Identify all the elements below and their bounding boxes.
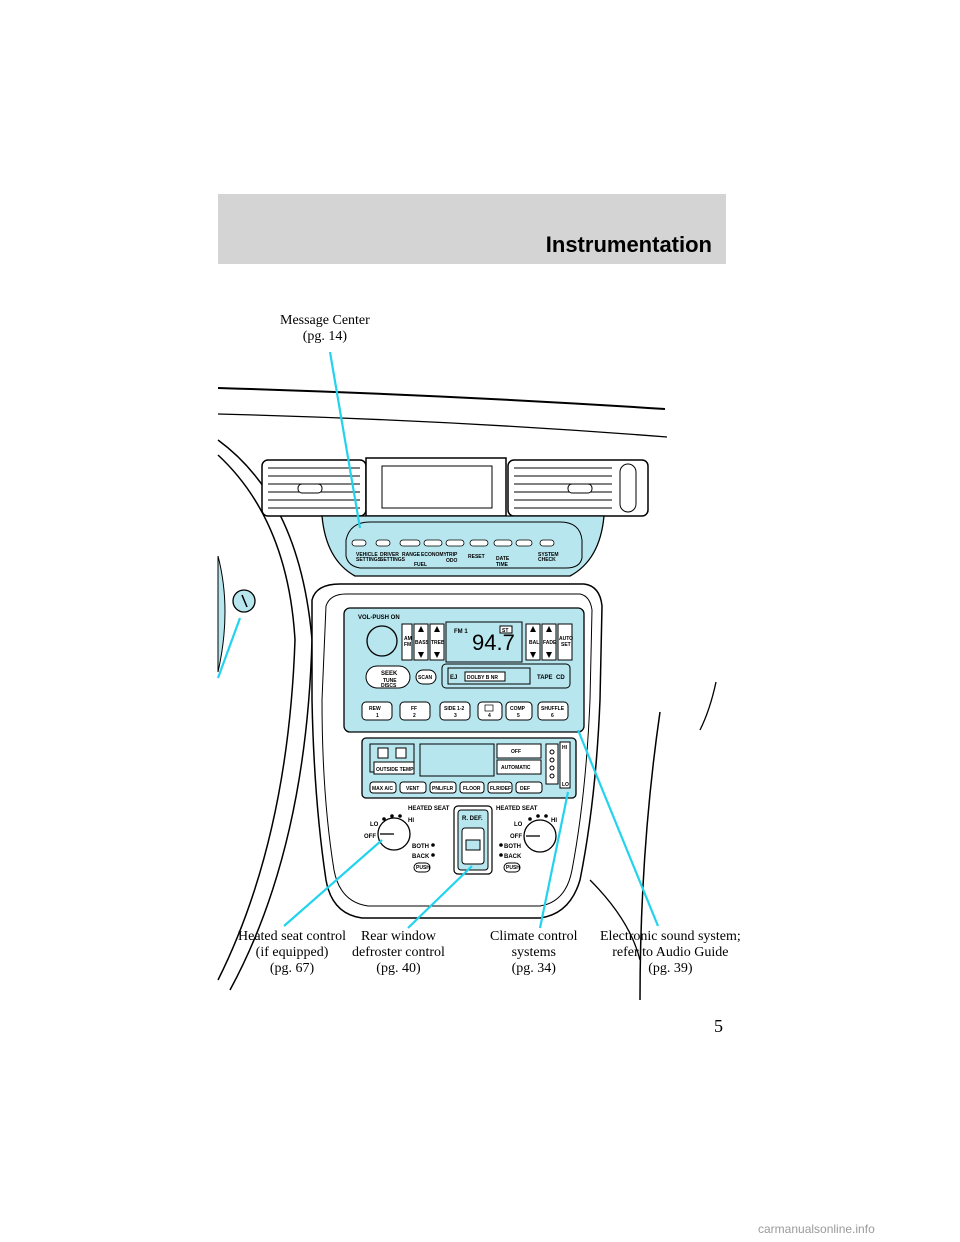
preset-6-number: 6 xyxy=(551,713,554,719)
vent-label: VENT xyxy=(406,786,419,792)
set-label: SET xyxy=(561,642,571,648)
watermark: carmanualsonline.info xyxy=(758,1222,875,1236)
automatic-label: AUTOMATIC xyxy=(501,765,531,771)
sound-leader xyxy=(578,730,658,926)
callout-line: (pg. 14) xyxy=(280,329,370,345)
heated-seat-callout: Heated seat control (if equipped) (pg. 6… xyxy=(238,929,346,977)
time-label: TIME xyxy=(496,562,509,568)
volume-knob[interactable] xyxy=(367,626,397,656)
bal-label: BAL xyxy=(529,640,539,646)
reset-label: RESET xyxy=(468,554,485,560)
dolby-button[interactable]: DOLBY B NR xyxy=(467,675,498,681)
preset-6-label: SHUFFLE xyxy=(541,706,565,712)
right-both-label: BOTH xyxy=(504,844,521,850)
scan-label: SCAN xyxy=(418,675,433,681)
preset-2-number: 2 xyxy=(413,713,416,719)
vol-push-on-label: VOL-PUSH ON xyxy=(358,615,400,621)
preset-3-label: SIDE 1-2 xyxy=(444,706,465,712)
temp-down-button[interactable] xyxy=(378,748,388,758)
callout-line: defroster control xyxy=(352,945,445,961)
right-lo-label: LO xyxy=(514,822,523,828)
treb-label: TREB xyxy=(431,640,445,646)
pnl-flr-label: PNL/FLR xyxy=(432,786,453,792)
callout-line: (pg. 67) xyxy=(238,961,346,977)
floor-label: FLOOR xyxy=(463,786,481,792)
fuel-label: FUEL xyxy=(414,562,427,568)
system-check-label-2: CHECK xyxy=(538,557,556,563)
right-off-label: OFF xyxy=(510,834,522,840)
callout-line: Message Center xyxy=(280,313,370,329)
temp-up-button[interactable] xyxy=(396,748,406,758)
seek-label: SEEK xyxy=(381,671,398,677)
eject-label: EJ xyxy=(450,675,457,681)
callout-line: Climate control xyxy=(490,929,577,945)
callout-line: refer to Audio Guide xyxy=(600,945,741,961)
callout-line: (pg. 40) xyxy=(352,961,445,977)
frequency-display: 94.7 xyxy=(472,630,515,655)
tape-eject-icon xyxy=(485,705,493,711)
odo-label: ODO xyxy=(446,558,458,564)
preset-5-label: COMP xyxy=(510,706,526,712)
discs-label: DISCS xyxy=(381,683,397,689)
left-heated-seat-label: HEATED SEAT xyxy=(408,806,450,812)
right-hi-label: HI xyxy=(551,818,557,824)
preset-1-number: 1 xyxy=(376,713,379,719)
left-lo-label: LO xyxy=(370,822,379,828)
max-ac-label: MAX A/C xyxy=(372,786,393,792)
climate-callout: Climate control systems (pg. 34) xyxy=(490,929,577,977)
economy-label: ECONOMY xyxy=(421,552,448,558)
left-push-label: PUSH xyxy=(416,865,430,871)
callout-line: (pg. 39) xyxy=(600,961,741,977)
callout-line: (pg. 34) xyxy=(490,961,577,977)
callout-line: Rear window xyxy=(352,929,445,945)
preset-3-number: 3 xyxy=(454,713,457,719)
callout-line: (if equipped) xyxy=(238,945,346,961)
climate-display xyxy=(420,744,494,776)
fan-hi-label: HI xyxy=(562,745,568,751)
preset-5-number: 5 xyxy=(517,713,520,719)
vehicle-settings-label-2: SETTINGS xyxy=(356,557,382,563)
callout-line: systems xyxy=(490,945,577,961)
rear-defrost-label: R. DEF. xyxy=(462,816,483,822)
preset-1-label: REW xyxy=(369,706,381,712)
climate-off-label: OFF xyxy=(511,749,521,755)
right-push-label: PUSH xyxy=(506,865,520,871)
tape-button[interactable]: TAPE xyxy=(537,675,553,681)
flr-def-label: FLR/DEF xyxy=(490,786,511,792)
fade-label: FADE xyxy=(543,640,557,646)
fm-label: FM xyxy=(404,642,411,648)
callout-line: Electronic sound system; xyxy=(600,929,741,945)
right-back-label: BACK xyxy=(504,854,522,860)
sound-system-callout: Electronic sound system; refer to Audio … xyxy=(600,929,741,977)
left-both-label: BOTH xyxy=(412,844,429,850)
left-off-label: OFF xyxy=(364,834,376,840)
preset-2-label: FF xyxy=(411,706,417,712)
cd-button[interactable]: CD xyxy=(556,675,565,681)
range-label: RANGE xyxy=(402,552,421,558)
preset-4-number: 4 xyxy=(488,713,491,719)
left-back-label: BACK xyxy=(412,854,430,860)
left-hi-label: HI xyxy=(408,818,414,824)
outside-temp-label: OUTSIDE TEMP xyxy=(376,767,414,773)
band-label: FM 1 xyxy=(454,629,468,635)
rear-defrost-icon xyxy=(466,840,480,850)
message-center-callout: Message Center (pg. 14) xyxy=(280,313,370,345)
rear-window-callout: Rear window defroster control (pg. 40) xyxy=(352,929,445,977)
callout-line: Heated seat control xyxy=(238,929,346,945)
right-heated-seat-label: HEATED SEAT xyxy=(496,806,538,812)
bass-label: BASS xyxy=(415,640,430,646)
def-label: DEF xyxy=(520,786,530,792)
fan-lo-label: LO xyxy=(562,782,569,788)
stereo-indicator: ST xyxy=(502,628,508,634)
page-number: 5 xyxy=(714,1016,723,1037)
